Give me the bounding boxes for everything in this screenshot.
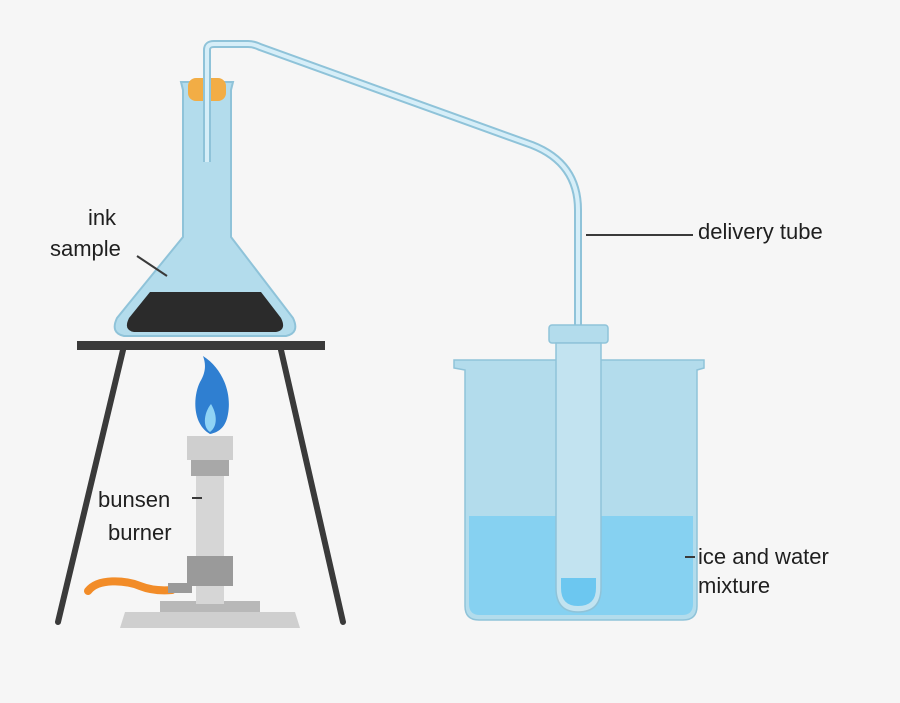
delivery-tube-inner: [205, 42, 580, 353]
burner-base: [120, 612, 300, 628]
ink-sample-label-line2: sample: [50, 236, 121, 261]
tripod: [55, 341, 346, 625]
test-tube-lip: [548, 324, 609, 344]
burner-gas-inlet: [168, 583, 192, 593]
distillate-liquid: [561, 578, 596, 606]
bunsen-burner-label-line2: burner: [108, 520, 172, 545]
ice-water-label-line1: ice and water: [698, 544, 829, 569]
ink-sample-label-line2-wrap: sample: [50, 238, 121, 260]
ink-sample-label-line1: ink: [87, 205, 117, 230]
delivery-tube-label-text: delivery tube: [698, 219, 823, 244]
bunsen-burner-label-line2-wrap: burner: [108, 522, 172, 544]
tripod-leg-left: [55, 347, 126, 625]
test-tube: [548, 324, 609, 613]
bunsen-burner-label-line1: bunsen: [98, 487, 171, 512]
burner-top: [187, 436, 233, 460]
delivery-tube: [203, 40, 582, 353]
bunsen-burner-label: bunsen: [98, 489, 170, 511]
burner-collar-upper: [191, 458, 229, 476]
delivery-tube-label: delivery tube: [698, 221, 823, 243]
leader-lines: [136, 234, 695, 558]
ice-water-label: ice and water: [698, 546, 829, 568]
bunsen-burner: [84, 356, 300, 628]
tripod-leg-right: [278, 347, 346, 625]
ice-water-label-line2: mixture: [698, 573, 771, 598]
flame-inner: [204, 404, 216, 432]
ink-sample-liquid: [126, 292, 284, 332]
burner-collar: [187, 556, 233, 586]
conical-flask: [113, 78, 297, 337]
tripod-top: [77, 341, 325, 350]
ice-water-label-line2-wrap: mixture: [698, 575, 770, 597]
flame-outer: [195, 356, 229, 434]
ink-sample-leader: [136, 255, 168, 277]
ink-sample-label: ink: [72, 207, 132, 229]
burner-hose: [84, 577, 176, 595]
flask-body: [113, 81, 297, 337]
burner-foot: [160, 601, 260, 612]
test-tube-body: [555, 342, 602, 613]
